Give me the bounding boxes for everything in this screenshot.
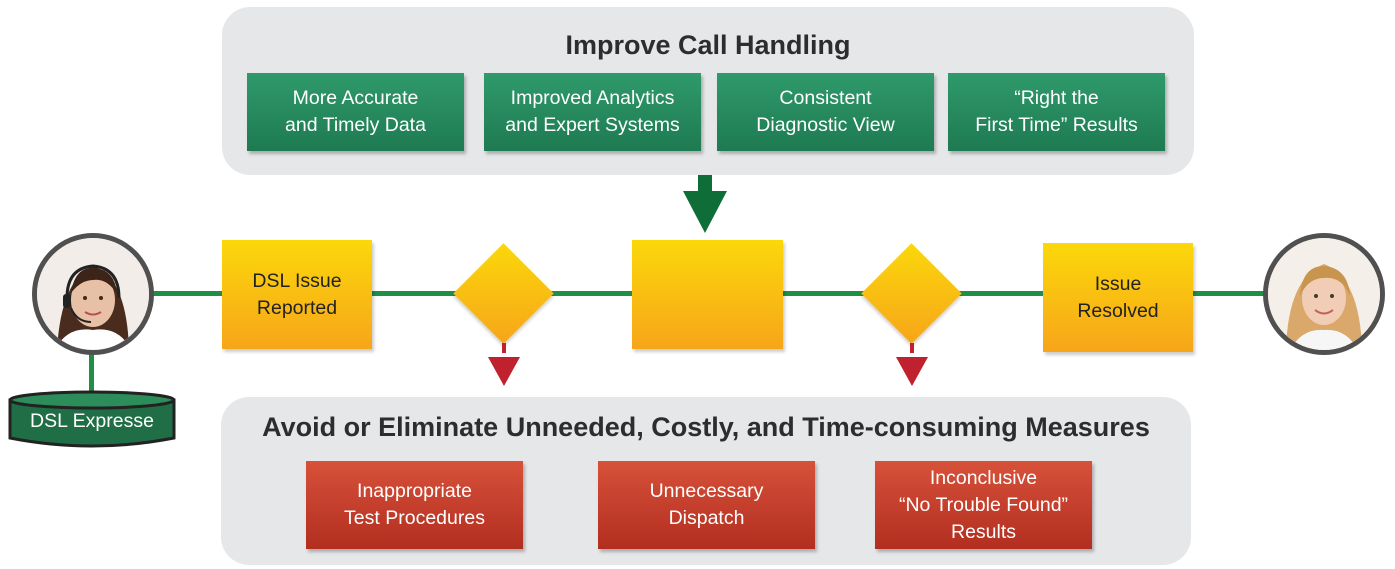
agent-avatar bbox=[32, 233, 154, 355]
database-connector bbox=[89, 352, 94, 392]
red-down-arrow-icon bbox=[488, 343, 520, 386]
down-arrow-icon bbox=[683, 175, 727, 233]
step-line: Resolved bbox=[1077, 299, 1159, 322]
box-line: Inappropriate bbox=[357, 480, 472, 502]
box-accurate-data: More Accurate and Timely Data bbox=[247, 73, 464, 151]
red-down-arrow-icon bbox=[896, 343, 928, 386]
improve-call-handling-panel: Improve Call Handling More Accurate and T… bbox=[222, 7, 1194, 175]
box-line: Inconclusive bbox=[929, 466, 1038, 489]
agent-portrait-icon bbox=[37, 238, 149, 350]
box-line: Improved Analytics bbox=[510, 87, 675, 109]
customer-portrait-icon bbox=[1268, 238, 1380, 350]
box-line: Diagnostic View bbox=[756, 114, 895, 136]
box-line: Test Procedures bbox=[344, 507, 485, 529]
box-line: First Time” Results bbox=[975, 114, 1138, 136]
box-line: More Accurate bbox=[292, 87, 419, 109]
decision-diamond-2 bbox=[861, 243, 962, 344]
box-improved-analytics: Improved Analytics and Expert Systems bbox=[484, 73, 701, 151]
decision-diamond-1 bbox=[453, 243, 554, 344]
panel-title-improve: Improve Call Handling bbox=[565, 30, 851, 60]
avoid-measures-panel: Avoid or Eliminate Unneeded, Costly, and… bbox=[221, 397, 1191, 565]
step-line: DSL Issue bbox=[252, 269, 342, 292]
box-line: Consistent bbox=[779, 87, 872, 109]
box-line: “No Trouble Found” bbox=[898, 493, 1069, 516]
panel-title-avoid: Avoid or Eliminate Unneeded, Costly, and… bbox=[262, 412, 1150, 442]
box-line: Unnecessary bbox=[649, 480, 764, 502]
call-handling-step bbox=[632, 240, 783, 349]
box-line: and Expert Systems bbox=[505, 114, 680, 136]
box-line: and Timely Data bbox=[285, 114, 426, 136]
step-line: Reported bbox=[256, 296, 338, 319]
database-label: DSL Expresse bbox=[30, 410, 154, 432]
box-line: Results bbox=[950, 520, 1017, 543]
box-line: Dispatch bbox=[668, 507, 745, 529]
box-no-trouble-found: Inconclusive “No Trouble Found” Results bbox=[875, 461, 1092, 549]
dsl-expresse-database: DSL Expresse bbox=[8, 390, 176, 450]
box-line: “Right the bbox=[1014, 87, 1099, 109]
customer-avatar bbox=[1263, 233, 1385, 355]
step-line: Issue bbox=[1094, 272, 1142, 295]
database-icon bbox=[8, 390, 176, 448]
